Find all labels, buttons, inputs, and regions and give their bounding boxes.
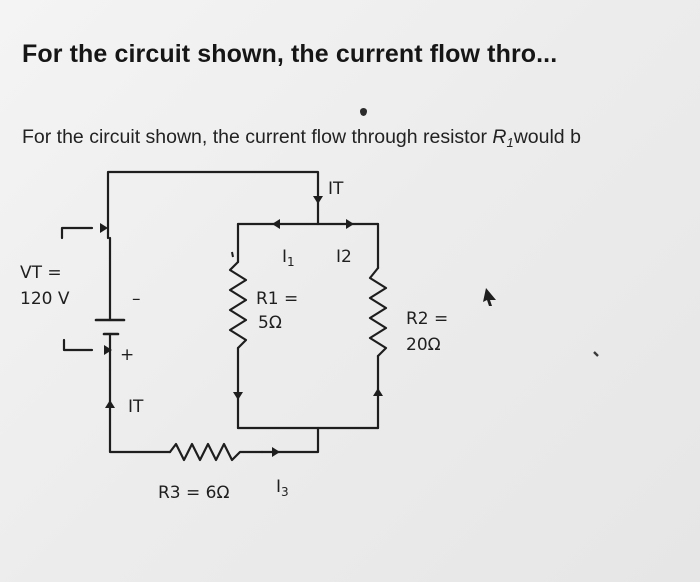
arrow-bottom-right: [104, 345, 112, 355]
arrow-it-left: [105, 400, 115, 408]
r1-value: 5Ω: [258, 313, 282, 333]
question-title: For the circuit shown, the current flow …: [22, 40, 558, 68]
stray-mark: [593, 351, 599, 357]
prompt-resistor-sub: 1: [506, 135, 514, 150]
arrow-i3-right: [272, 447, 280, 457]
arrow-i1-left: [272, 219, 280, 229]
arrow-it-top: [313, 196, 323, 204]
wire-supply-bottom: [62, 338, 94, 352]
vt-label: VT =: [20, 263, 62, 283]
i3-label: I3: [276, 477, 289, 499]
resistor-r2: [368, 266, 388, 358]
r1-label: R1 =: [256, 289, 298, 309]
r2-value: 20Ω: [406, 335, 441, 355]
prompt-text-before: For the circuit shown, the current flow …: [22, 126, 493, 148]
r3-label: R3 = 6Ω: [158, 483, 230, 503]
i1-label: I1: [282, 247, 295, 269]
r1-tick-mark: [231, 251, 234, 258]
it-left-label: IT: [128, 397, 144, 417]
battery-plus: +: [120, 345, 134, 365]
wire-bottom: [260, 426, 320, 454]
wire-top: [106, 170, 320, 240]
prompt-text-after: would b: [513, 126, 581, 148]
wire-supply-top: [60, 226, 94, 240]
r2-label: R2 =: [406, 309, 448, 329]
arrow-i2-right: [346, 219, 354, 229]
arrow-r1-down: [233, 392, 243, 400]
prompt-resistor-var: R: [492, 126, 507, 148]
pen-dot-mark: [360, 108, 367, 116]
wire-left: [108, 368, 172, 454]
battery-minus: –: [132, 289, 141, 309]
arrow-cursor: [483, 288, 496, 306]
it-top-label: IT: [328, 179, 344, 199]
resistor-r1: [228, 260, 248, 350]
arrow-r2-up: [373, 388, 383, 396]
resistor-r3: [168, 442, 264, 462]
vt-value: 120 V: [20, 289, 70, 309]
arrow-supply-top: [100, 223, 108, 233]
question-prompt: For the circuit shown, the current flow …: [22, 126, 581, 150]
i2-label: I2: [336, 247, 352, 267]
